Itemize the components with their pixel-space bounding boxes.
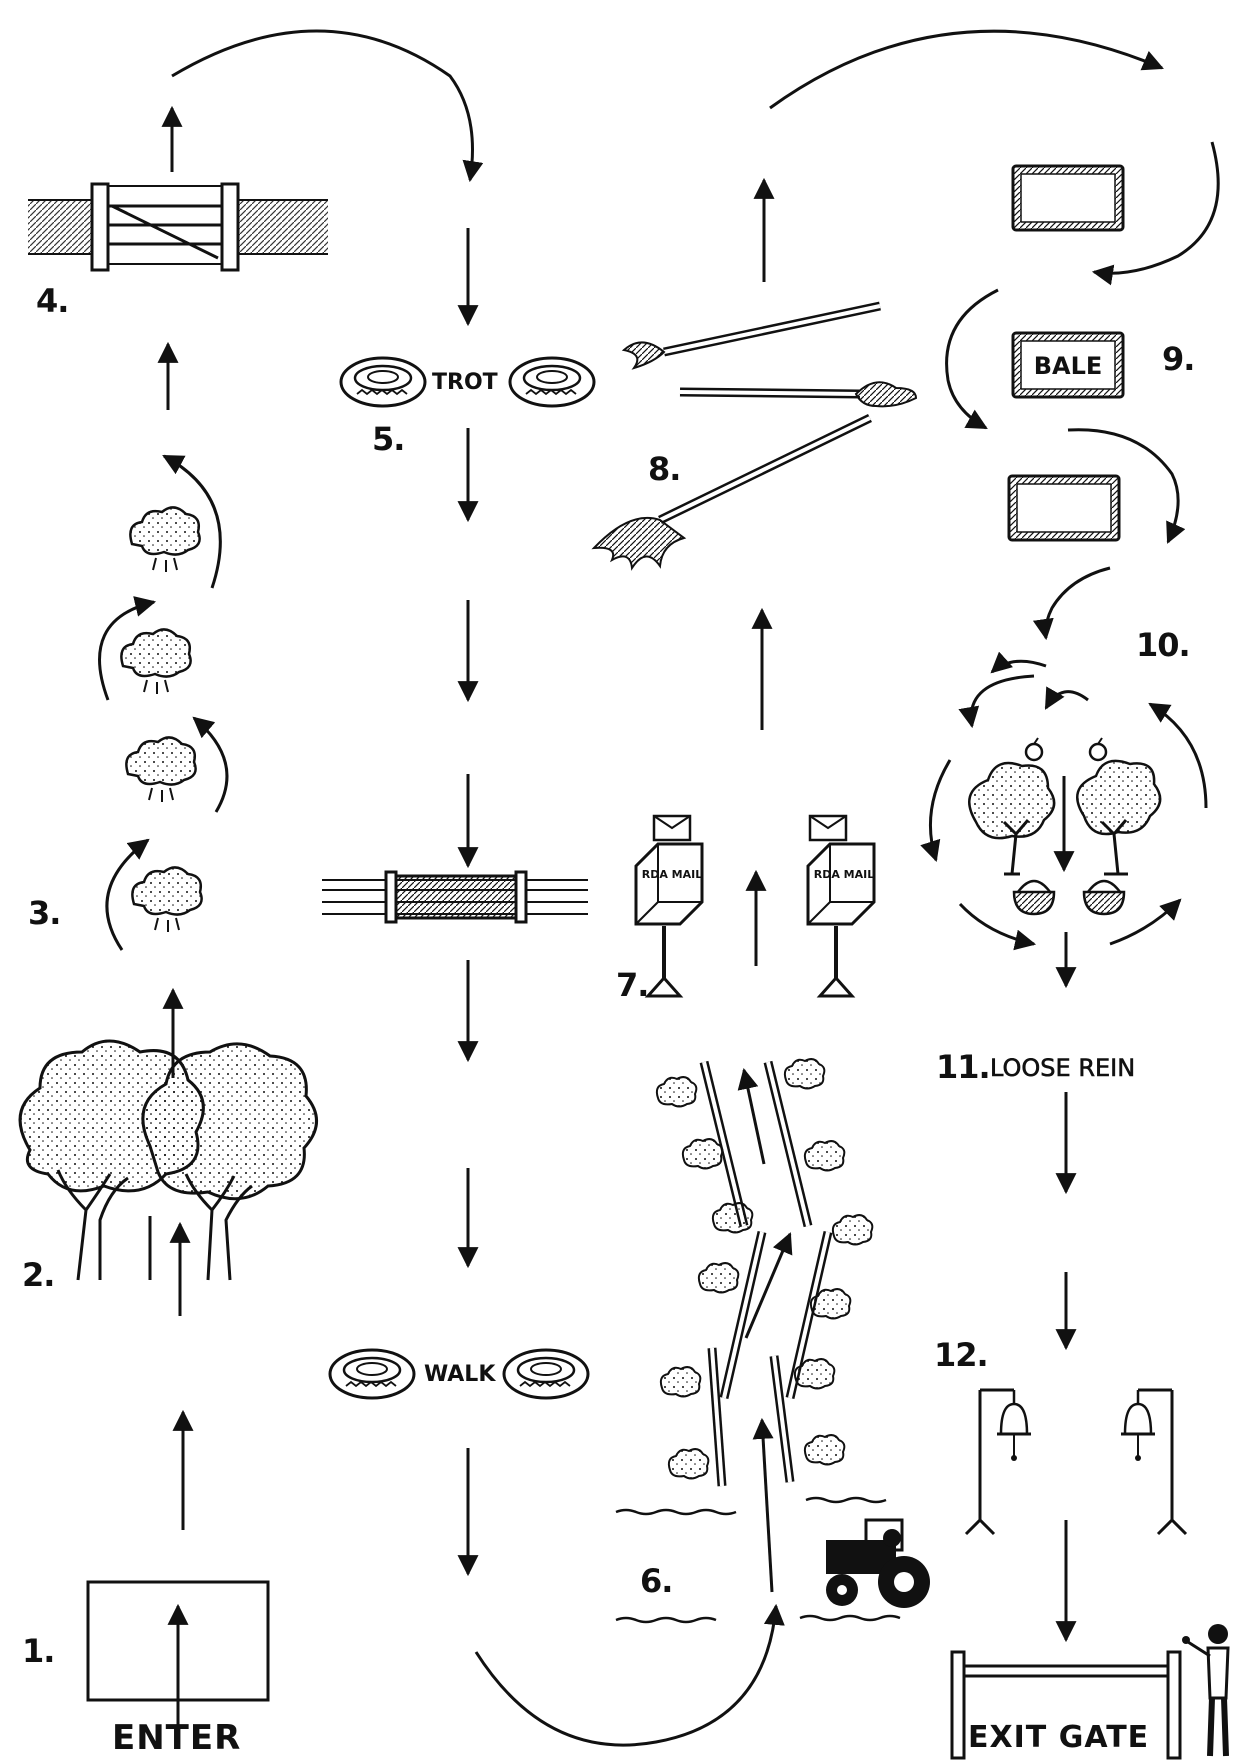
- station-8-number: 8.: [648, 450, 681, 488]
- bush-lane: [655, 1058, 874, 1487]
- tyre-walk-right: [502, 1348, 590, 1400]
- bale-top: [1011, 164, 1125, 232]
- exit-gate-label: EXIT GATE: [968, 1720, 1150, 1755]
- broom-poles: [591, 301, 918, 571]
- loose-rein-label: LOOSE REIN: [990, 1054, 1136, 1083]
- field-gate: [28, 182, 328, 272]
- mailbox-left: RDA MAIL: [634, 814, 704, 998]
- arrow-bale-3: [1067, 428, 1186, 544]
- arc-8-9: [769, 29, 1164, 110]
- station-6-number: 6.: [640, 1562, 673, 1600]
- bale-label: BALE: [1034, 352, 1103, 380]
- arrow-bale-2: [945, 288, 999, 430]
- arrow-lane-3: [737, 1067, 766, 1165]
- steward-figure: [1182, 1624, 1230, 1757]
- station-1-number: 1.: [22, 1632, 55, 1670]
- arrow-bale-1: [1091, 141, 1220, 286]
- arrow-lane-2: [744, 1232, 793, 1339]
- bale-bottom: [1007, 474, 1121, 542]
- station-5-number: 5.: [372, 420, 405, 458]
- mailbox-right-text: RDA MAIL: [814, 868, 875, 881]
- station-11-number: 11.: [936, 1048, 991, 1086]
- tyre-trot-left: [339, 356, 427, 408]
- brush-fence: [322, 870, 588, 924]
- apple-orchard: [920, 651, 1208, 951]
- arc-4-5: [171, 29, 484, 183]
- arrow-bale-4: [1032, 566, 1111, 641]
- bell-right: [1119, 1388, 1188, 1536]
- bell-left: [964, 1388, 1033, 1536]
- arc-5-6: [474, 1603, 785, 1747]
- station-3-number: 3.: [28, 894, 61, 932]
- station-4-number: 4.: [36, 282, 69, 320]
- station-2-number: 2.: [22, 1256, 55, 1294]
- bush-slalom: [98, 454, 229, 951]
- station-10-number: 10.: [1136, 626, 1191, 664]
- enter-label: ENTER: [112, 1718, 242, 1758]
- station-9-number: 9.: [1162, 340, 1195, 378]
- tree-pair: [18, 1039, 318, 1281]
- station-7-number: 7.: [616, 966, 649, 1004]
- water-crossing: [615, 1496, 901, 1624]
- station-12-number: 12.: [934, 1336, 989, 1374]
- tyre-walk-left: [328, 1348, 416, 1400]
- arrow-lane-1: [752, 1417, 774, 1593]
- mailbox-right: RDA MAIL: [806, 814, 876, 998]
- walk-label: WALK: [424, 1362, 496, 1387]
- exit-gate: [950, 1650, 1182, 1760]
- mailbox-left-text: RDA MAIL: [642, 868, 703, 881]
- trot-label: TROT: [432, 370, 498, 395]
- tyre-trot-right: [508, 356, 596, 408]
- tractor: [826, 1518, 930, 1608]
